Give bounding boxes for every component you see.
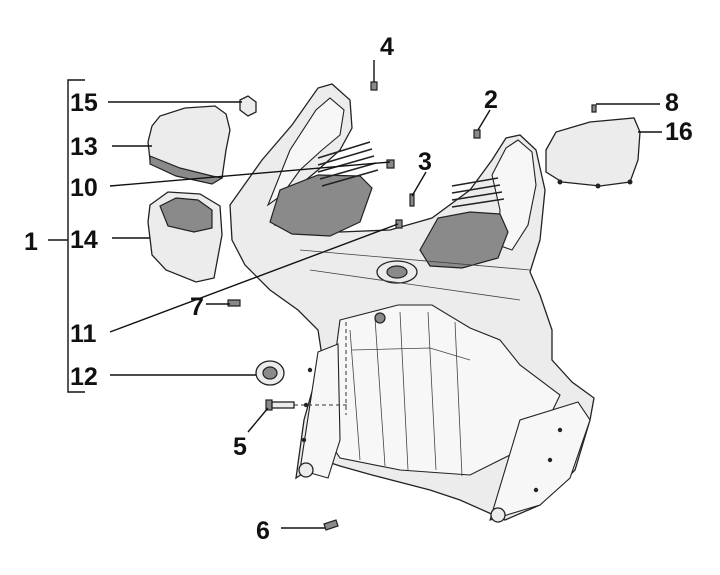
screw-6	[323, 519, 339, 531]
callout-1: 1	[24, 228, 38, 256]
side-cover-panel	[545, 117, 641, 187]
small-clip	[239, 95, 257, 117]
bolt-5	[265, 399, 295, 411]
callout-16: 16	[665, 118, 693, 146]
inner-fairing-panel	[229, 83, 595, 523]
screw-4	[370, 81, 378, 91]
callout-4: 4	[380, 33, 394, 61]
callout-2: 2	[484, 86, 498, 114]
left-grommet	[298, 462, 314, 478]
center-fastener	[374, 312, 386, 324]
callout-15: 15	[70, 89, 98, 117]
screw-2	[473, 129, 481, 139]
callout-7: 7	[190, 293, 204, 321]
callout-14: 14	[70, 226, 98, 254]
grommet-cap	[255, 360, 285, 386]
callout-11: 11	[70, 320, 97, 348]
callout-8: 8	[665, 89, 679, 117]
right-grommet	[490, 507, 506, 523]
callout-10: 10	[70, 174, 98, 202]
callout-13: 13	[70, 133, 98, 161]
left-vent-grille	[317, 141, 379, 187]
callout-3: 3	[418, 148, 432, 176]
assembly-bracket	[48, 79, 85, 393]
callout-6: 6	[256, 517, 270, 545]
callout-12: 12	[70, 363, 98, 391]
screw-10	[386, 159, 395, 169]
callout-5: 5	[233, 433, 247, 461]
screw-7	[227, 299, 241, 307]
screw-8	[591, 104, 597, 113]
right-vent-grille	[451, 177, 505, 208]
